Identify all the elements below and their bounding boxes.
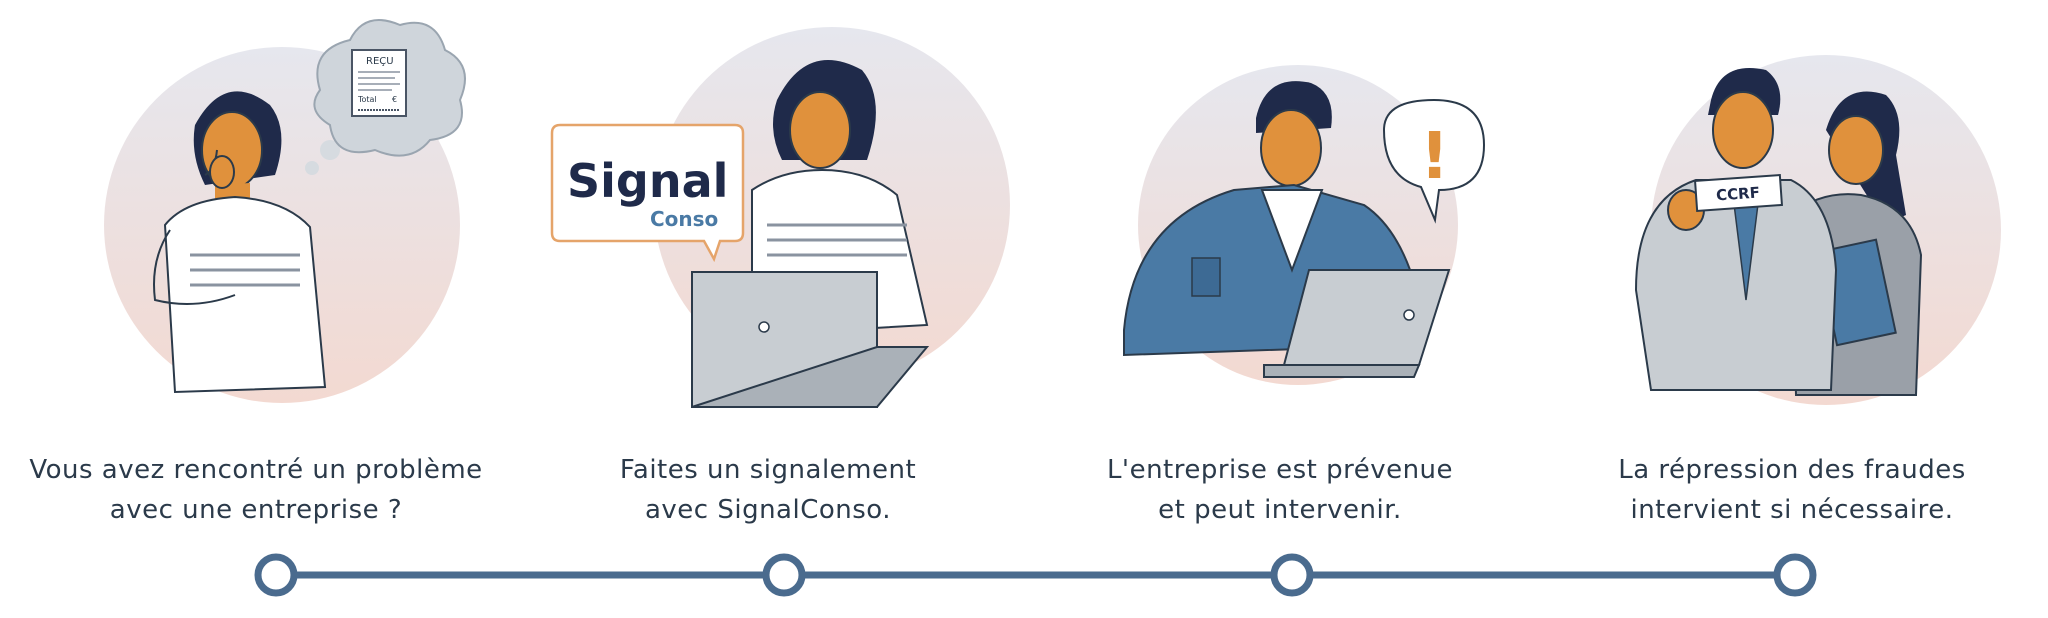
step-1-line-1: Vous avez rencontré un problème	[29, 455, 483, 485]
timeline-node-2	[762, 553, 806, 597]
step-4-caption: La répression des fraudes intervient si …	[1536, 450, 2048, 530]
man-agent-figure	[1634, 68, 1838, 391]
step-3-caption: L'entreprise est prévenue et peut interv…	[1024, 450, 1536, 530]
svg-text:Conso: Conso	[650, 207, 718, 231]
step-1: REÇU Total € Vous avez rencontré un prob…	[0, 0, 512, 618]
step-2-caption: Faites un signalement avec SignalConso.	[512, 450, 1024, 530]
step-3-line-2: et peut intervenir.	[1158, 495, 1402, 525]
laptop-icon	[1263, 269, 1451, 378]
timeline-node-4	[1773, 553, 1817, 597]
svg-text:REÇU: REÇU	[366, 56, 394, 67]
alert-bubble-icon: !	[1382, 98, 1486, 224]
svg-text:!: !	[1420, 120, 1449, 194]
fraud-agents-illustration: CCRF	[1634, 55, 2001, 405]
step-4-line-1: La répression des fraudes	[1618, 455, 1966, 485]
svg-text:Signal: Signal	[567, 154, 728, 208]
laptop-icon	[691, 271, 930, 408]
woman-figure	[153, 91, 327, 394]
step-3-line-1: L'entreprise est prévenue	[1106, 455, 1454, 485]
company-illustration: !	[1123, 65, 1486, 385]
report-illustration: Signal Conso	[550, 27, 1010, 408]
step-3: ! L'entreprise est prévenue et peut inte…	[1024, 0, 1536, 618]
ccrf-badge-icon: CCRF	[1693, 173, 1784, 212]
step-2-line-1: Faites un signalement	[619, 455, 917, 485]
step-2: Signal Conso Faites un signalement avec …	[512, 0, 1024, 618]
step-4: CCRF La répression des fraudes intervien…	[1536, 0, 2048, 618]
step-4-line-2: intervient si nécessaire.	[1630, 495, 1954, 525]
timeline-node-3	[1270, 553, 1314, 597]
svg-text:Total: Total	[357, 95, 377, 104]
problem-illustration: REÇU Total €	[104, 19, 466, 403]
timeline	[254, 553, 1817, 597]
step-2-line-2: avec SignalConso.	[644, 495, 892, 525]
thought-cloud-icon: REÇU Total €	[305, 19, 466, 175]
step-1-caption: Vous avez rencontré un problème avec une…	[0, 450, 512, 530]
woman-figure	[751, 60, 929, 337]
svg-text:€: €	[392, 95, 397, 104]
svg-text:CCRF: CCRF	[1715, 183, 1760, 204]
timeline-node-1	[254, 553, 298, 597]
signalconso-logo: Signal Conso	[550, 123, 745, 263]
step-1-line-2: avec une entreprise ?	[109, 495, 403, 525]
